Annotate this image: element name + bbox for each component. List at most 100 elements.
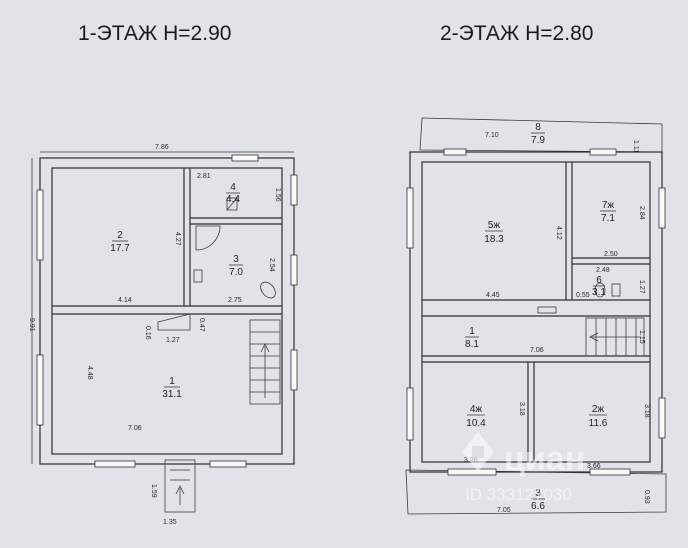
- room-label-1: 1 31.1: [162, 376, 182, 400]
- second-floor-title: 2-ЭТАЖ H=2.80: [440, 22, 593, 45]
- dim-label: 0.55: [576, 292, 590, 299]
- first-floor-window-right-1: [290, 174, 298, 206]
- dim-label: 1.59: [150, 484, 157, 498]
- second-floor-balcony-bottom: [405, 469, 667, 515]
- room-label-8: 8 7.9: [531, 122, 545, 146]
- svg-text:7.1: 7.1: [601, 213, 615, 224]
- dim-label: 0.16: [144, 326, 151, 340]
- entrance-porch: [164, 459, 196, 513]
- second-floor-window-right-1: [658, 187, 666, 229]
- first-floor-outer-wall: [39, 157, 295, 465]
- room-label-4: 4 4.4: [226, 182, 240, 205]
- svg-text:3: 3: [535, 488, 541, 499]
- room-label-4zh: 4ж 10.4: [466, 404, 486, 429]
- room-label-2zh: 2ж 11.6: [589, 404, 608, 429]
- dim-label: 0.47: [198, 318, 205, 332]
- dim-label: 3.18: [518, 402, 525, 416]
- boiler-fixture-cross: [226, 197, 238, 211]
- second-floor-outer-wall: [409, 151, 663, 473]
- watermark-logo-icon: [462, 432, 494, 472]
- svg-text:10.4: 10.4: [466, 418, 486, 429]
- dim-label: 4.14: [118, 297, 132, 304]
- room-label-hall: 1 8.1: [465, 326, 479, 350]
- dim-label: 1.27: [166, 337, 180, 344]
- svg-text:6.6: 6.6: [531, 501, 545, 512]
- second-floor-stairs: [585, 317, 645, 357]
- dim-label: 4.12: [555, 226, 562, 240]
- boiler-fixture: [226, 197, 238, 211]
- dim-label: 2.84: [638, 206, 645, 220]
- svg-text:7ж: 7ж: [602, 200, 615, 211]
- first-floor-step: [157, 313, 191, 331]
- svg-text:3: 3: [233, 254, 239, 265]
- dim-label: 0.93: [643, 490, 650, 504]
- first-floor-title: 1-ЭТАЖ H=2.90: [78, 22, 231, 45]
- room-label-3: 3 7.0: [229, 254, 243, 278]
- second-floor-window-top-2: [589, 148, 617, 156]
- first-floor-inner-wall: [51, 167, 283, 455]
- first-floor-plan: 7.86 9.91 4.27 4.14 2.81 1.56 2.54 2.75 …: [28, 144, 298, 526]
- first-floor-window-top: [231, 154, 259, 162]
- second-floor-window-bottom-1: [447, 468, 497, 476]
- watermark-brand: циан: [504, 440, 585, 478]
- svg-text:4: 4: [230, 182, 236, 193]
- second-floor-window-right-2: [658, 397, 666, 439]
- dim-label: 2.48: [596, 267, 610, 274]
- dim-label: 3.66: [587, 463, 601, 470]
- dim-label: 7.05: [497, 507, 511, 514]
- first-floor-window-right-2: [290, 254, 298, 286]
- room-label-5: 5ж 18.3: [484, 220, 504, 245]
- svg-text:31.1: 31.1: [162, 389, 182, 400]
- dim-label: 3.18: [643, 404, 650, 418]
- svg-text:11.6: 11.6: [589, 418, 608, 429]
- dim-label: 1.27: [638, 280, 645, 294]
- first-floor-window-bottom-2: [209, 460, 247, 468]
- svg-text:2: 2: [117, 230, 123, 241]
- first-floor-window-left-1: [36, 189, 44, 261]
- room-label-2: 2 17.7: [110, 230, 130, 254]
- svg-text:7.9: 7.9: [531, 135, 545, 146]
- room-label-7: 7ж 7.1: [600, 200, 616, 224]
- first-floor-window-right-3: [290, 349, 298, 391]
- first-floor-door-arc: [195, 225, 221, 251]
- svg-text:8: 8: [535, 122, 541, 133]
- watermark: циан ID 333127030: [462, 432, 585, 504]
- entrance-arrow-head: [175, 485, 185, 495]
- first-floor-window-left-2: [36, 354, 44, 426]
- toilet-fixture-2: [594, 282, 606, 298]
- dim-label: 4.45: [486, 292, 500, 299]
- svg-text:7.0: 7.0: [229, 267, 243, 278]
- second-floor-window-left-1: [406, 187, 414, 249]
- svg-text:17.7: 17.7: [110, 243, 130, 254]
- hall-threshold: [537, 306, 557, 314]
- room-label-6: 6 3.1: [592, 275, 606, 298]
- watermark-id: ID 333127030: [465, 485, 572, 504]
- toilet-fixture: [260, 281, 276, 299]
- dim-label: 9.91: [28, 318, 35, 332]
- svg-text:1: 1: [169, 376, 175, 387]
- dim-label: 4.48: [86, 366, 93, 380]
- sink-fixture: [193, 269, 203, 283]
- dim-label: 1.35: [163, 519, 177, 526]
- second-floor-plan: 7.10 1.11 4.12 2.84 2.50 2.48 0.55 1.27 …: [405, 117, 667, 515]
- dim-label: 2.75: [228, 297, 242, 304]
- dim-label: 2.54: [268, 258, 275, 272]
- dim-label: 2.50: [604, 251, 618, 258]
- sink-fixture-2: [611, 283, 621, 297]
- dim-label: 1.56: [274, 188, 281, 202]
- dim-label: 1.15: [638, 330, 645, 344]
- dim-label: 7.86: [155, 144, 169, 151]
- svg-text:1: 1: [469, 326, 475, 337]
- first-floor-window-bottom-1: [94, 460, 136, 468]
- svg-text:2ж: 2ж: [592, 404, 605, 415]
- second-floor-inner-wall: [421, 161, 651, 463]
- dim-label: 4.27: [174, 232, 181, 246]
- first-floor-stairs: [249, 319, 281, 405]
- dim-label: 2.81: [197, 173, 211, 180]
- second-floor-window-top-1: [443, 148, 467, 156]
- svg-text:4.4: 4.4: [226, 194, 240, 205]
